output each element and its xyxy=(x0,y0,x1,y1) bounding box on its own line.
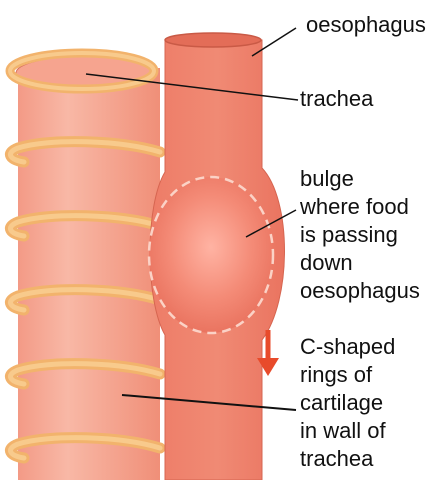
label-bulge-4: down xyxy=(300,250,353,275)
labels: oesophagus trachea bulge where food is p… xyxy=(299,12,426,471)
label-bulge-2: where food xyxy=(299,194,409,219)
label-rings-1: C-shaped xyxy=(300,334,395,359)
label-trachea: trachea xyxy=(300,86,374,111)
label-rings-4: in wall of xyxy=(300,418,386,443)
label-rings-2: rings of xyxy=(300,362,373,387)
trachea xyxy=(16,56,160,480)
label-oesophagus: oesophagus xyxy=(306,12,426,37)
label-bulge-3: is passing xyxy=(300,222,398,247)
label-rings-3: cartilage xyxy=(300,390,383,415)
label-bulge-1: bulge xyxy=(300,166,354,191)
label-rings-5: trachea xyxy=(300,446,374,471)
oesophagus-top-rim xyxy=(165,33,261,47)
oesophagus xyxy=(149,33,285,480)
label-bulge-5: oesophagus xyxy=(300,278,420,303)
trachea-body xyxy=(18,68,160,480)
